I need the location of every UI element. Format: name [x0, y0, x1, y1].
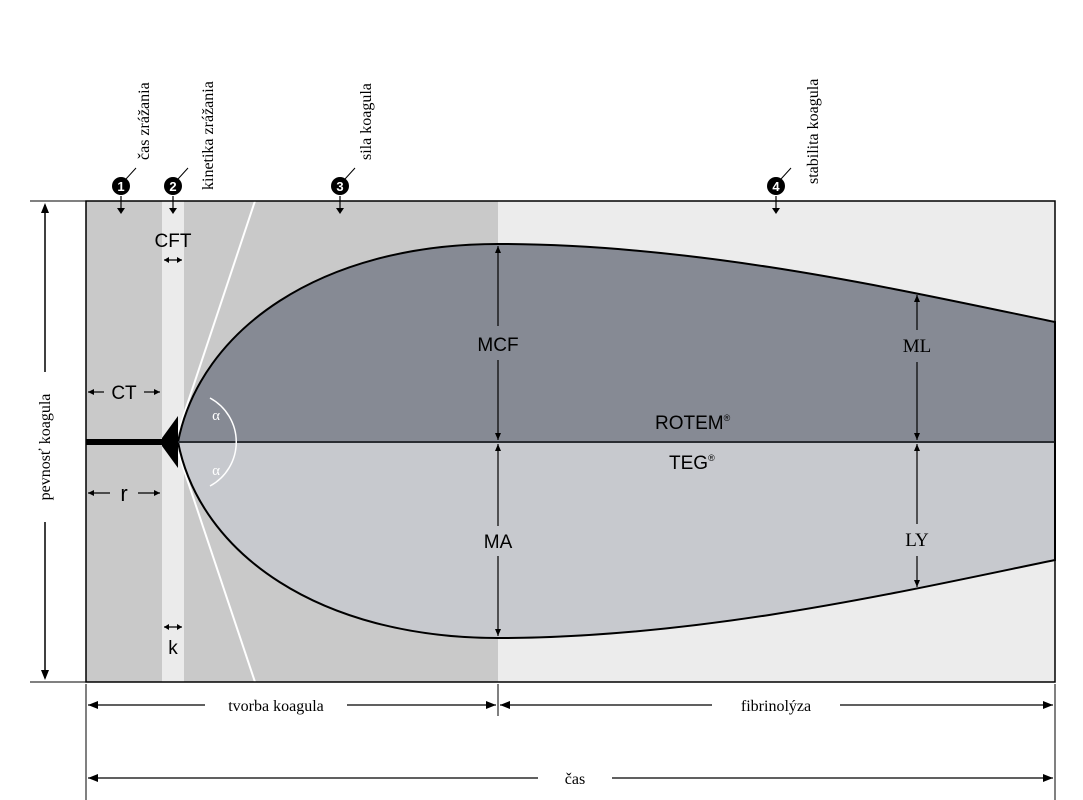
segment-formation-arrow [85, 684, 1056, 800]
alpha-lower-label: α [212, 463, 220, 479]
phase-label-3: sila koagula [358, 83, 375, 160]
teg-curve [176, 441, 1056, 640]
ma-measure [495, 444, 501, 636]
cft-label: CFT [155, 231, 192, 252]
phase-marker-3: 3 [331, 167, 356, 214]
x-axis-label: čas [565, 771, 585, 788]
phase-arrow-2 [169, 208, 177, 214]
ct-measure [88, 389, 160, 395]
phase-marker-1: 1 [112, 167, 137, 214]
phase-arrow-4 [772, 208, 780, 214]
phase-label-4: stabilita koagula [805, 79, 822, 184]
ly-measure [914, 444, 920, 587]
rotem-curve [176, 242, 1056, 443]
segment-formation-label: tvorba koagula [228, 698, 324, 715]
frame [85, 200, 1056, 683]
rotem-label: ROTEM® [655, 413, 731, 434]
phase-number-2: 2 [169, 179, 176, 194]
alpha-tangent-upper [177, 200, 256, 433]
segment-fibrinolysis-label: fibrinolýza [741, 698, 811, 715]
y-axis-label: pevnosť koagula [37, 394, 54, 501]
ml-label: ML [903, 336, 932, 357]
k-label: k [168, 638, 178, 659]
phase-badge-3 [331, 177, 349, 195]
k-measure [164, 624, 182, 630]
phase-badge-4 [767, 177, 785, 195]
phase-marker-2: 2 [164, 167, 189, 214]
y-label-bg [34, 372, 56, 522]
phase-number-3: 3 [336, 179, 343, 194]
mcf-label: MCF [477, 335, 518, 356]
phase-badge-1 [112, 177, 130, 195]
mcf-measure [495, 246, 501, 440]
cft-measure [164, 257, 182, 263]
phase-number-4: 4 [772, 179, 780, 194]
time-axis-arrow [88, 774, 1053, 782]
teg-label: TEG® [669, 453, 715, 474]
phase-arrow-1 [117, 208, 125, 214]
segment-fibrinolysis-arrow [500, 701, 1053, 709]
alpha-upper-label: α [212, 408, 220, 424]
clot-start-wedge [162, 416, 178, 468]
phase-number-1: 1 [117, 179, 124, 194]
ma-label: MA [484, 532, 513, 553]
ml-measure [914, 295, 920, 440]
phase-marker-4: 4 [767, 167, 792, 214]
alpha-arc [209, 397, 237, 487]
r-label: r [120, 481, 127, 506]
phase-arrow-3 [336, 208, 344, 214]
r-measure [88, 490, 160, 496]
phase-label-2: kinetika zrážania [200, 81, 217, 190]
ly-label: LY [905, 530, 929, 551]
alpha-tangent-lower [177, 451, 256, 683]
phase-badge-2 [164, 177, 182, 195]
phase-label-1: čas zrážania [136, 82, 153, 160]
ct-label: CT [111, 383, 137, 404]
